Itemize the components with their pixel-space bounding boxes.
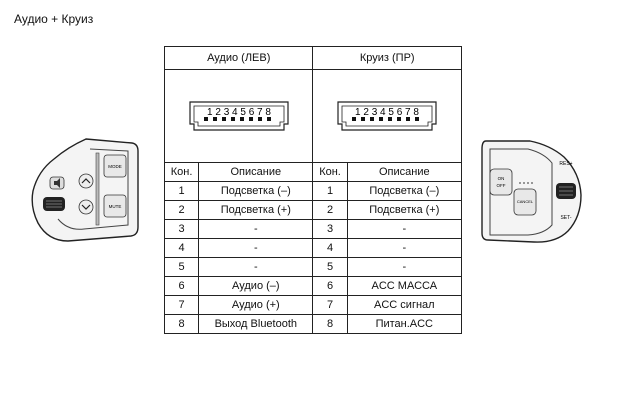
page-title: Аудио + Круиз [14, 12, 94, 26]
cruise-connector-header: Круиз (ПР) [312, 46, 462, 70]
audio-pin-description: - [198, 219, 314, 239]
scroll-wheel-icon[interactable] [556, 183, 576, 199]
cruise-pin-description: - [346, 238, 463, 258]
cruise-connector-diagram: 1 2 3 4 5 6 7 8 [312, 69, 462, 163]
mode-label: MODE [108, 164, 122, 169]
audio-pin-number: 5 [163, 257, 200, 277]
audio-connector-header: Аудио (ЛЕВ) [163, 46, 314, 70]
mode-button[interactable] [103, 154, 127, 178]
res-label: RES+ [559, 161, 572, 167]
table-row: 6 Аудио (–) 6 ACC МАССА [163, 276, 463, 296]
cruise-pin-number: 4 [312, 238, 348, 258]
audio-pin-number: 6 [163, 276, 200, 296]
cruise-on-off-button[interactable] [489, 168, 513, 196]
pin-numbers: 1 2 3 4 5 6 7 8 [207, 107, 271, 118]
cruise-pin-description: Подсветка (–) [346, 181, 463, 201]
cruise-pin-number: 3 [312, 219, 348, 239]
audio-pin-number: 2 [163, 200, 200, 220]
table-row: 3 - 3 - [163, 219, 463, 239]
pin-numbers: 1 2 3 4 5 6 7 8 [355, 107, 419, 118]
audio-pin-description: Подсветка (–) [198, 181, 314, 201]
audio-pin-description: Выход Bluetooth [198, 314, 314, 334]
description-column-header: Описание [198, 162, 314, 182]
cruise-pin-number: 7 [312, 295, 348, 315]
table-row: 7 Аудио (+) 7 ACC сигнал [163, 295, 463, 315]
audio-pin-description: Подсветка (+) [198, 200, 314, 220]
cancel-label: CANCEL [517, 199, 534, 204]
audio-pin-description: - [198, 257, 314, 277]
cruise-pin-number: 1 [312, 181, 348, 201]
cruise-pin-description: - [346, 219, 463, 239]
audio-switch-illustration: MODE MUTE [31, 138, 139, 242]
audio-pin-description: Аудио (+) [198, 295, 314, 315]
table-row: 8 Выход Bluetooth 8 Питан.ACC [163, 314, 463, 334]
table-row: 1 Подсветка (–) 1 Подсветка (–) [163, 181, 463, 201]
audio-pin-description: - [198, 238, 314, 258]
cruise-pin-description: ACC МАССА [346, 276, 463, 296]
volume-icon[interactable] [49, 176, 65, 190]
audio-pin-number: 4 [163, 238, 200, 258]
on-label: ON [498, 176, 505, 181]
cruise-pin-number: 8 [312, 314, 348, 334]
table-row: 5 - 5 - [163, 257, 463, 277]
cruise-pin-description: Питан.ACC [346, 314, 463, 334]
scroll-wheel-icon[interactable] [43, 197, 65, 211]
down-arrow-icon[interactable] [78, 199, 94, 215]
cruise-switch-illustration: ON OFF CANCEL RES+ SET- [481, 140, 582, 243]
cruise-pin-number: 6 [312, 276, 348, 296]
pinout-table: Аудио (ЛЕВ) Круиз (ПР) 1 2 3 4 5 6 7 8 1… [163, 46, 463, 334]
off-label: OFF [497, 183, 506, 188]
pin-column-header: Кон. [312, 162, 348, 182]
cruise-pin-description: Подсветка (+) [346, 200, 463, 220]
audio-pin-number: 1 [163, 181, 200, 201]
table-row: 4 - 4 - [163, 238, 463, 258]
cruise-pin-description: - [346, 257, 463, 277]
mute-label: MUTE [109, 204, 122, 209]
audio-pin-number: 7 [163, 295, 200, 315]
cruise-pin-number: 2 [312, 200, 348, 220]
mute-button[interactable] [103, 194, 127, 218]
cruise-pin-number: 5 [312, 257, 348, 277]
audio-pin-number: 8 [163, 314, 200, 334]
up-arrow-icon[interactable] [78, 173, 94, 189]
cancel-button[interactable] [513, 188, 537, 216]
audio-pin-description: Аудио (–) [198, 276, 314, 296]
audio-connector-diagram: 1 2 3 4 5 6 7 8 [163, 69, 314, 163]
cruise-pin-description: ACC сигнал [346, 295, 463, 315]
pin-column-header: Кон. [163, 162, 200, 182]
audio-pin-number: 3 [163, 219, 200, 239]
table-row: 2 Подсветка (+) 2 Подсветка (+) [163, 200, 463, 220]
description-column-header: Описание [346, 162, 463, 182]
set-label: SET- [560, 215, 571, 221]
